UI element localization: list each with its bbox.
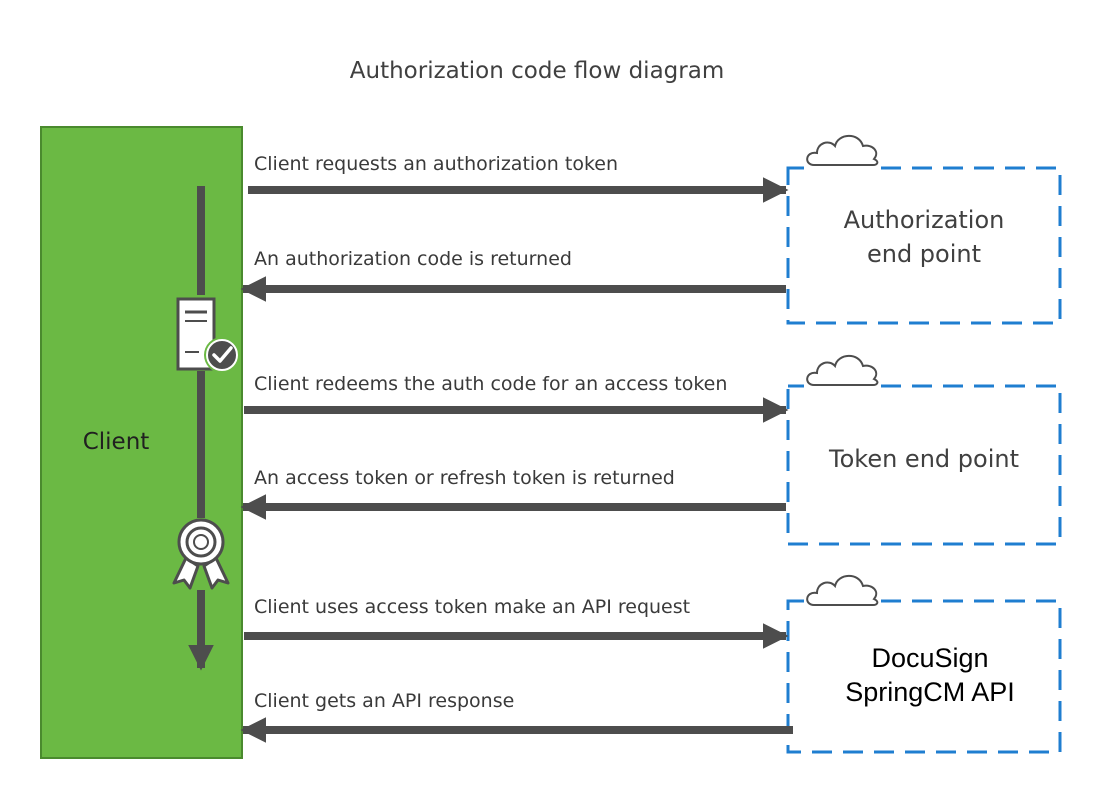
token-endpoint-box [786,384,1062,546]
award-ribbon-icon [170,518,232,590]
message-redeem-auth-code: Client redeems the auth code for an acce… [244,373,789,423]
springcm-api-label-line1: DocuSign [871,643,988,673]
cloud-icon [804,347,880,391]
authorization-endpoint-label-line1: Authorization [844,206,1005,234]
message-api-request: Client uses access token make an API req… [244,596,789,649]
springcm-api-endpoint: DocuSign SpringCM API [786,567,1062,754]
cloud-icon [804,127,880,171]
authorization-endpoint-box [786,166,1062,325]
message-api-response: Client gets an API response [240,690,793,743]
token-endpoint-label: Token end point [828,445,1019,473]
message-label: Client gets an API response [254,690,514,712]
message-label: Client redeems the auth code for an acce… [254,373,727,395]
message-auth-code-returned: An authorization code is returned [240,248,786,302]
message-label: Client requests an authorization token [254,153,618,175]
authorization-endpoint: Authorization end point [786,127,1062,325]
server-check-icon [176,295,240,373]
message-label: An authorization code is returned [254,248,572,270]
diagram-title: Authorization code flow diagram [350,58,724,84]
springcm-api-label-line2: SpringCM API [845,677,1015,707]
message-label: An access token or refresh token is retu… [254,467,675,489]
token-endpoint: Token end point [786,347,1062,546]
cloud-icon [804,567,880,611]
authorization-endpoint-label-line2: end point [867,240,981,268]
client-label: Client [83,429,150,455]
message-request-auth-token: Client requests an authorization token [248,153,789,203]
springcm-api-endpoint-box [786,599,1062,754]
message-access-token-returned: An access token or refresh token is retu… [240,467,786,520]
message-label: Client uses access token make an API req… [254,596,690,618]
